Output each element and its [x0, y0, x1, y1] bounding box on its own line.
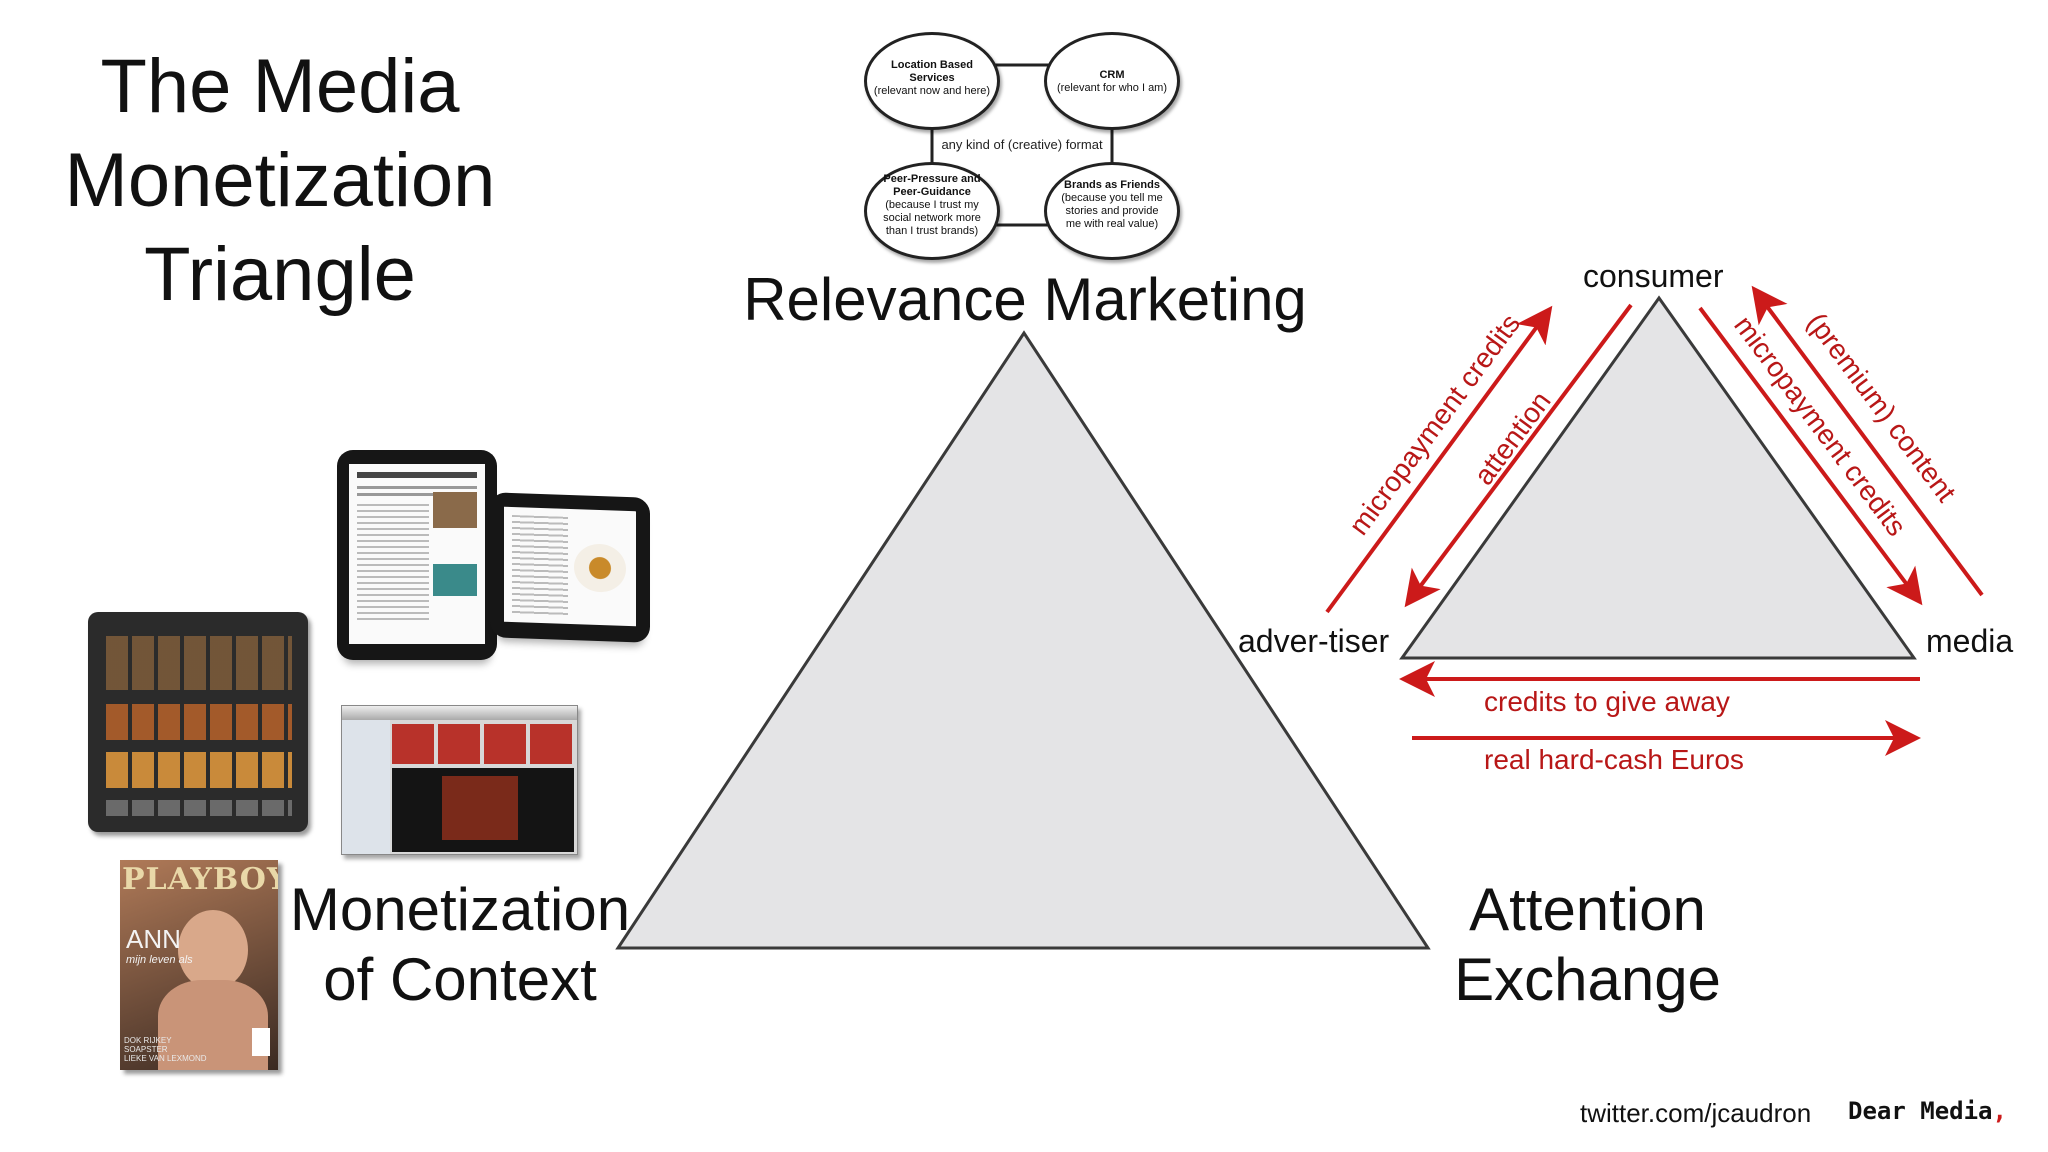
- arrow-micropayment-down: [1698, 306, 1923, 606]
- arrow-micropayment-up: [1325, 305, 1553, 614]
- ellipse-peer-title: Peer-Pressure and Peer-Guidance: [883, 173, 981, 198]
- attention-exchange-label: Attention Exchange: [1415, 875, 1760, 1015]
- arrow-attention-down: [1404, 303, 1633, 608]
- ellipse-location-sub: (relevant now and here): [873, 85, 991, 97]
- attention-line-1: Attention: [1469, 876, 1706, 943]
- dear-media-text: Dear Media: [1848, 1097, 1993, 1125]
- real-hard-cash-label: real hard-cash Euros: [1484, 744, 1744, 775]
- ellipse-crm-sub: (relevant for who I am): [1056, 82, 1168, 94]
- twitter-handle: twitter.com/jcaudron: [1580, 1098, 1812, 1128]
- magazine-line-2: SOAPSTER: [124, 1045, 168, 1054]
- magazine-brand: PLAYBOY: [122, 862, 278, 897]
- title-line-1: The Media: [100, 44, 460, 129]
- magazine-cover-name: ANN: [126, 924, 181, 954]
- arrow-content-up: [1751, 285, 1984, 597]
- monetization-of-context-label: Monetization of Context: [285, 875, 635, 1015]
- dear-media-comma: ,: [1992, 1097, 2007, 1125]
- ellipse-brands-title: Brands as Friends: [1064, 179, 1160, 191]
- slide-title: The Media Monetization Triangle: [40, 40, 520, 322]
- ellipse-location-title: Location Based Services: [891, 59, 973, 84]
- ellipse-peer-sub: (because I trust my social network more …: [883, 199, 981, 237]
- ellipse-crm-title: CRM: [1099, 69, 1125, 81]
- ellipse-brands: Brands as Friends (because you tell me s…: [1044, 162, 1180, 260]
- ipad-illustration-front: [337, 450, 497, 660]
- format-label: any kind of (creative) format: [941, 137, 1103, 152]
- attention-line-2: Exchange: [1454, 946, 1721, 1013]
- main-triangle: [615, 330, 1431, 950]
- ellipse-peer: Peer-Pressure and Peer-Guidance (because…: [864, 162, 1000, 260]
- label-micropayment-credits-left: micropayment credits: [1343, 308, 1526, 540]
- relevance-marketing-label: Relevance Marketing: [743, 266, 1307, 333]
- itunes-illustration: [341, 705, 578, 855]
- ellipse-location: Location Based Services (relevant now an…: [864, 32, 1000, 130]
- monetization-line-2: of Context: [323, 946, 597, 1013]
- consumer-label: consumer: [1583, 258, 1724, 294]
- ellipse-crm: CRM (relevant for who I am): [1044, 32, 1180, 130]
- exchange-triangle: [1399, 295, 1917, 660]
- magazine-line-3: LIEKE VAN LEXMOND: [124, 1054, 207, 1063]
- relevance-diagram-lines: [930, 63, 1114, 227]
- credits-to-give-away-label: credits to give away: [1484, 686, 1730, 717]
- tv-illustration: [88, 612, 308, 832]
- advertiser-label: adver-tiser: [1238, 623, 1390, 659]
- magazine-illustration: PLAYBOY ANN mijn leven als DOK RIJKEY SO…: [120, 860, 278, 1070]
- title-line-3: Triangle: [144, 232, 416, 317]
- title-line-2: Monetization: [64, 138, 496, 223]
- magazine-line-1: DOK RIJKEY: [124, 1036, 172, 1045]
- ellipse-brands-sub: (because you tell me stories and provide…: [1061, 192, 1163, 230]
- relevance-diagram: Location Based Services (relevant now an…: [862, 30, 1182, 265]
- media-label: media: [1926, 623, 2014, 659]
- dear-media-logo: Dear Media,: [1848, 1097, 2007, 1125]
- monetization-line-1: Monetization: [289, 876, 631, 943]
- magazine-cover-sub: mijn leven als: [126, 954, 193, 966]
